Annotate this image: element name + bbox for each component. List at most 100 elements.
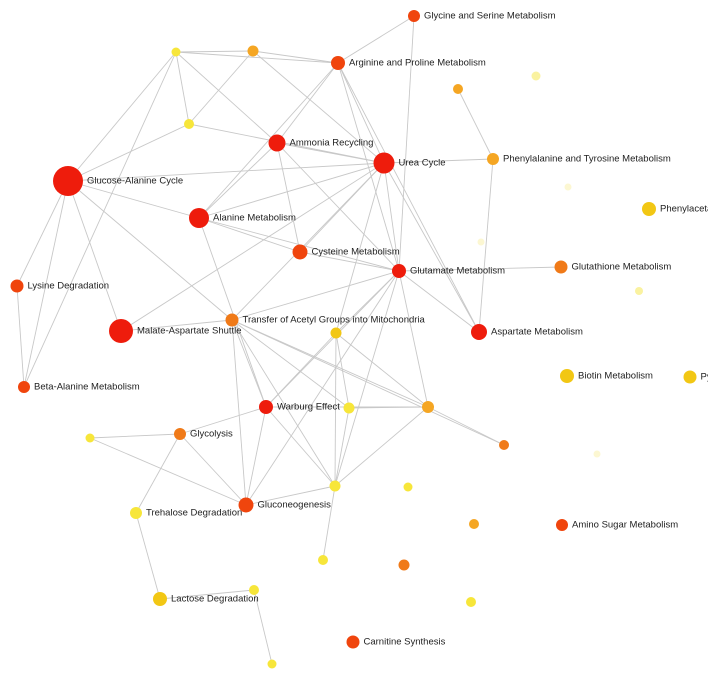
edge-ammonia-recycling-cysteine [276,142,301,253]
node-u9[interactable] [330,327,342,339]
node-warburg[interactable] [259,400,273,414]
node-u3[interactable] [184,119,194,129]
node-carnitine[interactable] [346,635,360,649]
edge-urea-cycle-malate-aspartate [120,162,385,332]
edge-glycolysis-warburg [179,406,267,435]
node-u10[interactable] [343,402,355,414]
node-gluconeogenesis[interactable] [238,497,254,513]
node-label-ammonia-recycling: Ammonia Recycling [290,138,374,149]
edge-glutamate-glutathione [398,266,562,272]
edge-u2-u3 [188,50,254,125]
edge-arginine-proline-glutamate [337,62,400,272]
node-label-beta-alanine: Beta-Alanine Metabolism [34,382,140,393]
node-u11[interactable] [422,401,434,413]
node-arginine-proline[interactable] [331,56,345,70]
node-cysteine[interactable] [292,244,308,260]
edge-glycolysis-gluconeogenesis [179,433,247,506]
edge-lactose-u20 [159,589,255,600]
edge-urea-cycle-phenylalanine-tyrosine [383,158,494,164]
node-u5[interactable] [531,71,541,81]
node-malate-aspartate[interactable] [109,319,133,343]
node-glutathione[interactable] [554,260,568,274]
node-phenylacetate[interactable] [642,202,656,216]
edge-u1-u2 [175,50,254,53]
node-u13[interactable] [499,440,509,450]
edge-glycine-serine-arginine-proline [337,15,415,64]
edge-alanine-cysteine [198,217,301,253]
edge-u15-gluconeogenesis [89,437,247,506]
node-label-trehalose: Trehalose Degradation [146,508,242,519]
node-u2[interactable] [247,45,259,57]
edge-u12-u18 [322,485,336,561]
node-u8[interactable] [635,287,643,295]
edge-u2-arginine-proline [252,50,339,64]
node-phenylalanine-tyrosine[interactable] [487,153,499,165]
edge-acetyl-transfer-u10 [231,319,350,409]
node-label-glutamate: Glutamate Metabolism [410,266,505,277]
edge-u3-glucose-alanine [67,123,190,182]
node-urea-cycle[interactable] [373,152,395,174]
node-label-arginine-proline: Arginine and Proline Metabolism [349,58,486,69]
edge-u1-beta-alanine [23,51,177,388]
edge-urea-cycle-acetyl-transfer [231,162,385,321]
edge-glutamate-u12 [334,270,400,487]
node-lactose[interactable] [153,592,167,606]
edge-phenylalanine-tyrosine-aspartate [478,158,494,333]
node-label-lysine: Lysine Degradation [28,281,110,292]
edge-u11-u13 [427,406,505,446]
node-u20[interactable] [249,585,259,595]
node-beta-alanine[interactable] [18,381,30,393]
edge-u1-u3 [175,51,190,125]
node-amino-sugar[interactable] [556,519,568,531]
edge-urea-cycle-aspartate [383,162,480,333]
node-pyruvate[interactable] [683,370,697,384]
node-label-lactose: Lactose Degradation [171,594,259,605]
node-label-warburg: Warburg Effect [277,402,340,413]
node-glycine-serine[interactable] [408,10,420,22]
node-u17[interactable] [469,519,479,529]
node-alanine[interactable] [189,208,209,228]
node-biotin[interactable] [560,369,574,383]
node-glycolysis[interactable] [174,428,186,440]
edge-u9-u12 [334,332,337,487]
node-u16[interactable] [403,482,413,492]
edge-lysine-beta-alanine [16,285,25,388]
edge-u1-glucose-alanine [67,51,177,182]
node-u12[interactable] [329,480,341,492]
node-u22[interactable] [267,659,277,669]
edges-layer [16,15,562,665]
node-u15[interactable] [85,433,95,443]
node-glutamate[interactable] [392,264,406,278]
node-label-glycine-serine: Glycine and Serine Metabolism [424,11,556,22]
node-label-biotin: Biotin Metabolism [578,371,653,382]
node-label-carnitine: Carnitine Synthesis [364,637,446,648]
node-u6[interactable] [564,183,572,191]
node-u1[interactable] [171,47,181,57]
node-acetyl-transfer[interactable] [225,313,239,327]
node-lysine[interactable] [10,279,24,293]
node-u21[interactable] [466,597,476,607]
edge-u1-ammonia-recycling [175,51,278,144]
edge-u9-u10 [335,332,350,409]
node-aspartate[interactable] [471,324,487,340]
node-label-amino-sugar: Amino Sugar Metabolism [572,520,678,531]
node-u18[interactable] [318,555,328,565]
edge-urea-cycle-glucose-alanine [67,162,385,182]
node-glucose-alanine[interactable] [53,166,83,196]
node-u4[interactable] [453,84,463,94]
edge-glutamate-aspartate [398,270,480,333]
edge-u12-u10 [334,407,350,487]
node-trehalose[interactable] [130,507,142,519]
node-u7[interactable] [477,238,485,246]
edge-arginine-proline-alanine [198,62,339,219]
edge-u12-u11 [334,406,429,487]
edge-urea-cycle-alanine [198,162,385,219]
edge-gluconeogenesis-u12 [245,485,336,506]
edge-ammonia-recycling-alanine [198,142,278,219]
node-ammonia-recycling[interactable] [268,134,286,152]
node-u14[interactable] [593,450,601,458]
node-u19[interactable] [398,559,410,571]
node-label-cysteine: Cysteine Metabolism [312,247,400,258]
edge-warburg-u12 [265,406,336,487]
edge-u9-warburg [265,332,337,408]
